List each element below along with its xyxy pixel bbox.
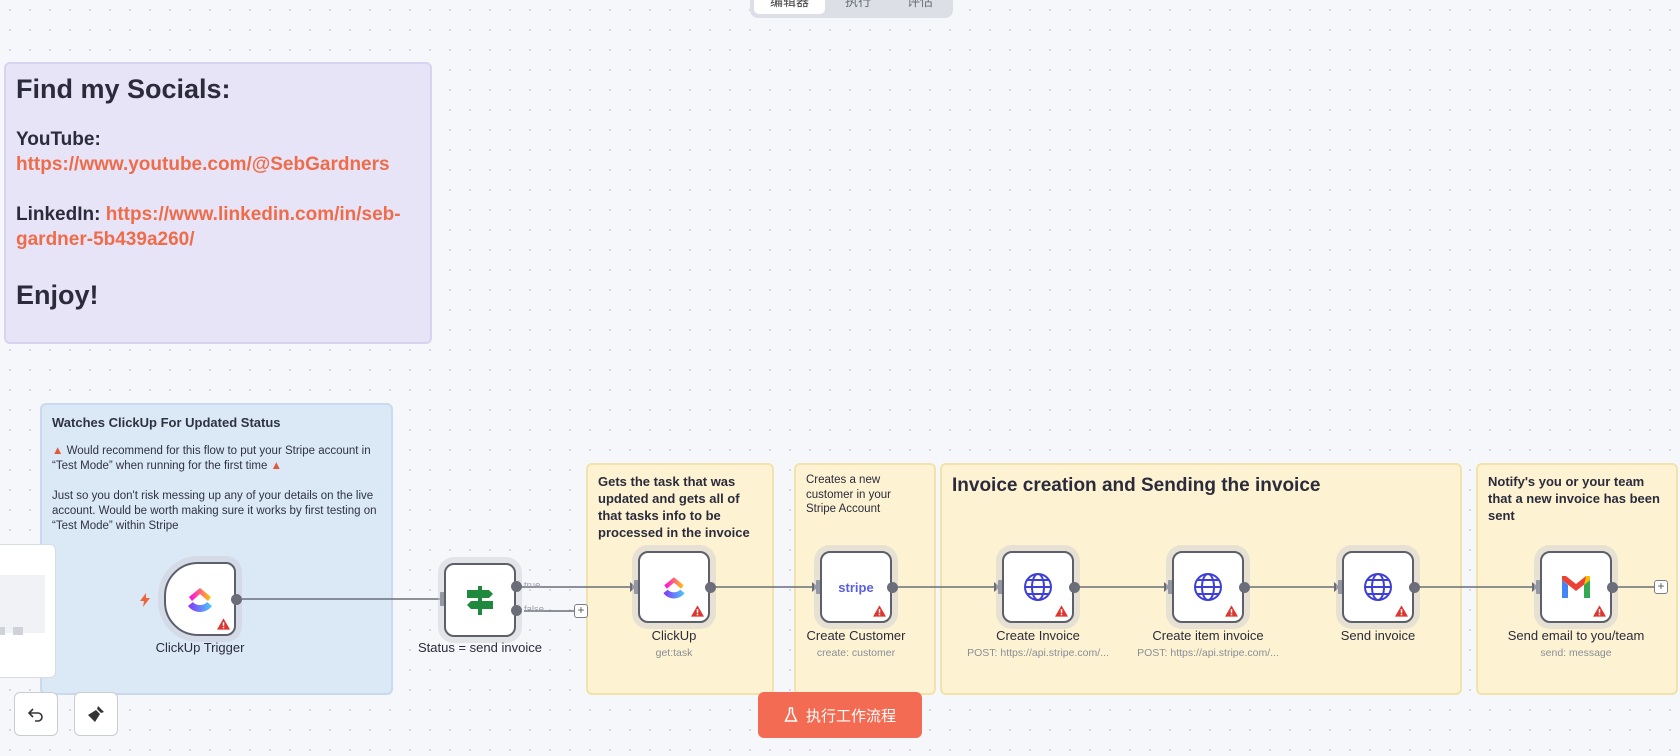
arrow-icon <box>1334 582 1340 592</box>
view-tabs: 编辑器 执行 评估 <box>750 0 954 18</box>
clickup-icon <box>188 588 212 612</box>
create-customer-sub: create: customer <box>816 647 896 659</box>
clickup-trigger-label: ClickUp Trigger <box>155 640 245 655</box>
trigger-sticky-note[interactable]: Watches ClickUp For Updated Status ▲ Wou… <box>40 403 393 695</box>
arrow-icon <box>994 582 1000 592</box>
stripe-icon: stripe <box>838 579 874 595</box>
trigger-note-line2: Just so you don't risk messing up any of… <box>52 490 377 532</box>
globe-icon <box>1194 573 1222 601</box>
send-email-label: Send email to you/team <box>1507 628 1645 643</box>
globe-icon <box>1364 573 1392 601</box>
true-output-handle[interactable] <box>511 581 522 592</box>
send-email-sub: send: message <box>1540 647 1612 659</box>
output-handle[interactable] <box>1069 582 1080 593</box>
input-handle[interactable] <box>998 580 1004 594</box>
execute-workflow-button[interactable]: 执行工作流程 <box>758 692 922 738</box>
notify-sticky-note[interactable]: Notify's you or your team that a new inv… <box>1476 463 1678 695</box>
create-customer-label: Create Customer <box>806 628 906 643</box>
clickup-trigger-node[interactable] <box>164 562 236 636</box>
siren-icon: ▲ <box>270 460 282 472</box>
invoice-group-note-text: Invoice creation and Sending the invoice <box>952 475 1321 496</box>
flask-icon <box>784 707 798 722</box>
trigger-note-title: Watches ClickUp For Updated Status <box>52 415 281 430</box>
warning-icon <box>691 605 704 617</box>
arrow-icon <box>1164 582 1170 592</box>
create-customer-note-text: Creates a new customer in your Stripe Ac… <box>806 474 892 515</box>
youtube-link[interactable]: https://www.youtube.com/@SebGardners <box>16 154 390 175</box>
output-handle[interactable] <box>231 594 242 605</box>
warning-icon <box>1593 605 1606 617</box>
output-handle[interactable] <box>1409 582 1420 593</box>
input-handle[interactable] <box>1168 580 1174 594</box>
create-invoice-sub: POST: https://api.stripe.com/... <box>967 647 1109 659</box>
undo-icon <box>27 708 43 722</box>
add-node-button[interactable]: + <box>574 604 588 618</box>
create-invoice-node[interactable] <box>1002 551 1074 623</box>
clickup-sub: get:task <box>655 647 693 659</box>
output-handle[interactable] <box>1607 582 1618 593</box>
add-node-button[interactable]: + <box>1654 580 1668 594</box>
input-handle[interactable] <box>1536 580 1542 594</box>
input-handle[interactable] <box>440 592 446 606</box>
broom-icon <box>88 706 104 722</box>
warning-icon <box>873 605 886 617</box>
enjoy-text: Enjoy! <box>16 280 99 310</box>
linkedin-line: LinkedIn: https://www.linkedin.com/in/se… <box>16 202 420 227</box>
trigger-note-line1: ▲ Would recommend for this flow to put y… <box>52 445 371 472</box>
youtube-label: YouTube: <box>16 129 101 150</box>
arrow-icon <box>812 582 818 592</box>
gmail-icon <box>1562 576 1590 598</box>
warning-icon <box>1395 605 1408 617</box>
create-customer-node[interactable]: stripe <box>820 551 892 623</box>
input-handle[interactable] <box>634 580 640 594</box>
tab-editor[interactable]: 编辑器 <box>754 0 826 14</box>
status-if-label: Status = send invoice <box>418 640 542 655</box>
socials-sticky-note[interactable]: Find my Socials: YouTube: https://www.yo… <box>4 62 432 344</box>
status-if-node[interactable] <box>444 563 516 637</box>
clickup-label: ClickUp <box>651 628 697 643</box>
output-handle[interactable] <box>887 582 898 593</box>
clickup-icon <box>663 577 685 599</box>
warning-icon <box>1225 605 1238 617</box>
panel-content <box>0 575 45 633</box>
create-item-invoice-node[interactable] <box>1172 551 1244 623</box>
clickup-node[interactable] <box>638 551 710 623</box>
undo-button[interactable] <box>14 692 58 736</box>
execute-workflow-label: 执行工作流程 <box>805 707 896 725</box>
send-invoice-label: Send invoice <box>1340 628 1416 643</box>
linkedin-link-cont[interactable]: gardner-5b439a260/ <box>16 229 195 250</box>
arrow-icon <box>1532 582 1538 592</box>
get-task-note-text: Gets the task that was updated and gets … <box>598 474 750 540</box>
notify-note-text: Notify's you or your team that a new inv… <box>1488 474 1660 523</box>
output-handle[interactable] <box>1239 582 1250 593</box>
clickup-trigger-node-wrap <box>140 593 150 612</box>
create-item-invoice-sub: POST: https://api.stripe.com/... <box>1137 647 1279 659</box>
input-handle[interactable] <box>816 580 822 594</box>
globe-icon <box>1024 573 1052 601</box>
create-invoice-label: Create Invoice <box>996 628 1080 643</box>
signpost-icon <box>467 586 493 615</box>
input-handle[interactable] <box>1338 580 1344 594</box>
output-handle[interactable] <box>705 582 716 593</box>
false-output-handle[interactable] <box>511 605 522 616</box>
create-item-invoice-label: Create item invoice <box>1152 628 1264 643</box>
node-panel-partial[interactable] <box>0 544 56 678</box>
lightning-icon <box>140 593 150 607</box>
siren-icon: ▲ <box>52 445 64 457</box>
warning-icon <box>1055 605 1068 617</box>
warning-icon <box>217 618 230 630</box>
true-branch-label: true <box>524 580 541 591</box>
false-branch-label: false <box>524 604 545 615</box>
panel-cell <box>13 627 23 635</box>
panel-cell <box>0 627 5 635</box>
send-invoice-node[interactable] <box>1342 551 1414 623</box>
tidy-up-button[interactable] <box>74 692 118 736</box>
linkedin-link[interactable]: https://www.linkedin.com/in/seb- <box>105 204 401 225</box>
tab-evaluations[interactable]: 评估 <box>907 0 934 9</box>
send-email-node[interactable] <box>1540 551 1612 623</box>
tab-executions[interactable]: 执行 <box>845 0 872 9</box>
socials-heading: Find my Socials: <box>16 74 231 104</box>
linkedin-label: LinkedIn: <box>16 204 101 225</box>
arrow-icon <box>630 582 636 592</box>
